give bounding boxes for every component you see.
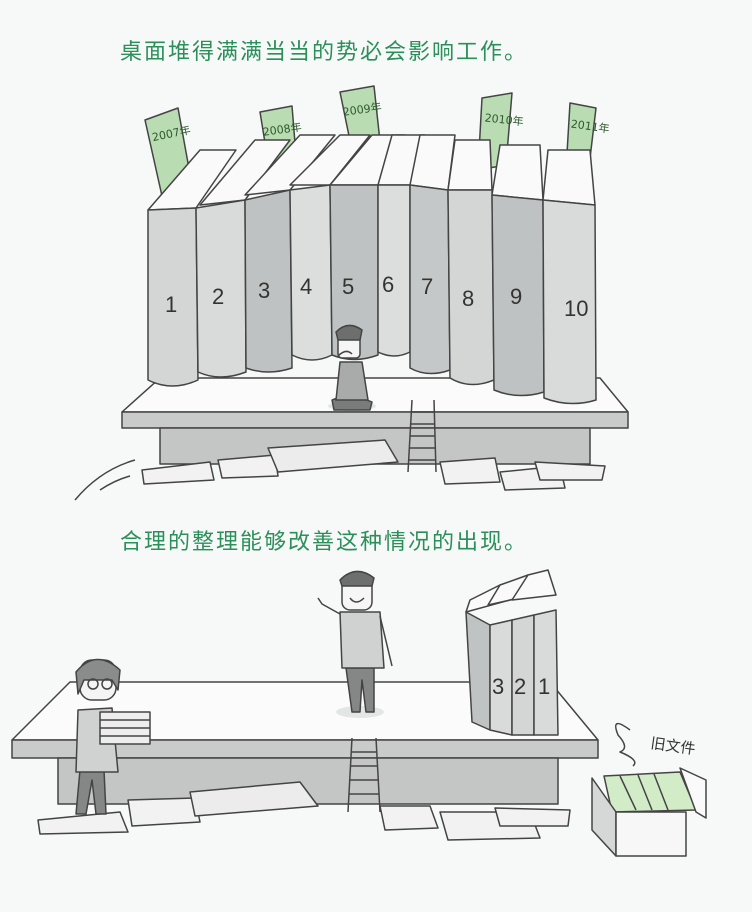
small-binder-1: 1 [538, 674, 550, 699]
worried-man [328, 324, 376, 411]
small-binder-3: 3 [492, 674, 504, 699]
binder-8: 8 [462, 286, 474, 311]
bottom-ladder [347, 737, 381, 813]
binder-1: 1 [165, 292, 177, 317]
binder-10: 10 [564, 296, 588, 321]
small-binder-2: 2 [514, 674, 526, 699]
bottom-binders [465, 569, 559, 736]
top-desk-edge [121, 411, 629, 429]
binder-3: 3 [258, 278, 270, 303]
top-binders [147, 134, 597, 405]
binder-7: 7 [421, 274, 433, 299]
binder-2: 2 [212, 284, 224, 309]
binder-6: 6 [382, 272, 394, 297]
bottom-floor-papers [37, 781, 571, 841]
old-files-box [591, 722, 707, 857]
bottom-caption: 合理的整理能够改善这种情况的出现。 [120, 530, 529, 555]
bookmark-2011: 2011年 [570, 116, 611, 135]
old-files-label: 旧文件 [649, 734, 696, 758]
binder-5: 5 [342, 274, 354, 299]
binder-9: 9 [510, 284, 522, 309]
woman-with-papers [75, 658, 151, 815]
top-floor-papers [141, 439, 606, 491]
cheerful-man [317, 570, 393, 718]
top-ladder [407, 399, 437, 473]
bookmark-2009: 2009年 [342, 100, 383, 119]
bookmark-2010: 2010年 [484, 110, 524, 128]
binder-4: 4 [300, 274, 312, 299]
bookmark-2008: 2008年 [262, 120, 303, 139]
top-caption: 桌面堆得满满当当的势必会影响工作。 [120, 40, 529, 65]
